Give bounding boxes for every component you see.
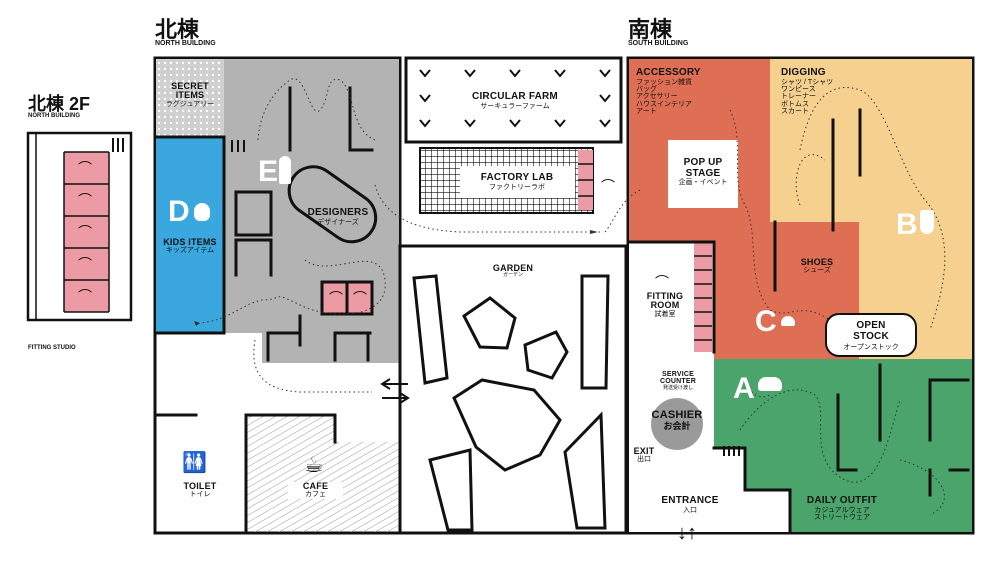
secret-items-zone <box>156 59 224 137</box>
hanger-icon: ⌒ <box>78 288 92 304</box>
digging-label: DIGGING シャツ / Tシャツ ワンピース トレーナー ボトムス スカート <box>781 67 834 115</box>
hanger-icon: ⌒ <box>78 224 92 240</box>
shoes-zone-letter: C <box>755 305 777 338</box>
pop-up-stage-box <box>668 140 738 208</box>
hanger-icon: ⌒ <box>329 290 343 306</box>
toilet-icon: 🚻 <box>182 452 207 474</box>
daily-outfit-label: DAILY OUTFIT カジュアルウェア ストリートウェア <box>806 495 878 521</box>
kids-items-label: KIDS ITEMS キッズアイテム <box>163 237 217 255</box>
hanger-icon: ⌒ <box>353 290 367 306</box>
two-way-arrow-icon: ↓↑ <box>677 522 697 544</box>
service-counter-label: SERVICE COUNTER 発送受け渡し <box>659 371 696 391</box>
digging-zone-letter: B <box>896 208 918 241</box>
circular-farm-label: CIRCULAR FARM サーキュラーファーム <box>472 91 558 110</box>
kids-items-zone <box>156 137 224 333</box>
hanger-icon: ⌒ <box>655 274 669 290</box>
kids-zone-letter: D <box>168 195 190 228</box>
kids-bear-icon <box>194 203 210 221</box>
designers-label: DESIGNERS デザイナーズ <box>307 207 369 226</box>
north-building-subtitle: NORTH BUILDING <box>155 40 216 47</box>
shirt-icon <box>758 377 782 391</box>
designers-zone-letter: E <box>258 155 279 188</box>
hanger-icon: ⌒ <box>78 192 92 208</box>
north-2f-title: 北棟 2F <box>28 94 91 114</box>
2f-fitting-booths <box>64 152 109 312</box>
toilet-label: TOILET トイレ <box>183 481 217 499</box>
coffee-cup-icon: ☕ <box>304 452 324 477</box>
circular-farm-box <box>404 56 623 144</box>
south-building-subtitle: SOUTH BUILDING <box>628 40 689 47</box>
entrance-label: ENTRANCE 入口 <box>661 495 719 514</box>
factory-lab-label: FACTORY LAB ファクトリーラボ <box>480 172 554 191</box>
dress-icon <box>920 210 934 234</box>
fitting-studio-label: FITTING STUDIO <box>28 345 76 351</box>
accessory-label: ACCESSORY ファッション雑貨 バッグ アクセサリー ハウスインテリア ア… <box>636 67 701 115</box>
garden-label: GARDEN ガーデン <box>492 263 534 279</box>
north-2f-subtitle: NORTH BUILDING <box>28 113 80 119</box>
pop-up-stage-label: POP UP STAGE 企画・イベント <box>678 157 728 186</box>
north-building-title: 北棟 <box>155 17 200 42</box>
fitting-room-label: FITTING ROOM 試着室 <box>646 291 684 318</box>
hanger-icon: ⌒ <box>601 178 615 194</box>
cafe-label: CAFE カフェ <box>288 481 343 499</box>
digging-zone <box>770 59 972 222</box>
hanger-icon: ⌒ <box>78 256 92 272</box>
cashier-label: CASHIER お会計 <box>651 409 703 431</box>
open-stock-badge: OPEN STOCK オープンストック <box>825 313 917 357</box>
cashier-counter <box>651 398 703 450</box>
mannequin-icon <box>279 156 291 184</box>
hanger-icon: ⌒ <box>78 160 92 176</box>
exit-label: EXIT 出口 <box>633 446 655 464</box>
daily-outfit-zone-letter: A <box>733 372 755 405</box>
south-building-title: 南棟 <box>628 17 673 42</box>
shoes-label: SHOES シューズ <box>800 257 834 275</box>
shoe-icon <box>781 316 795 326</box>
secret-items-label: SECRET ITEMS ラグジュアリー <box>165 81 215 108</box>
